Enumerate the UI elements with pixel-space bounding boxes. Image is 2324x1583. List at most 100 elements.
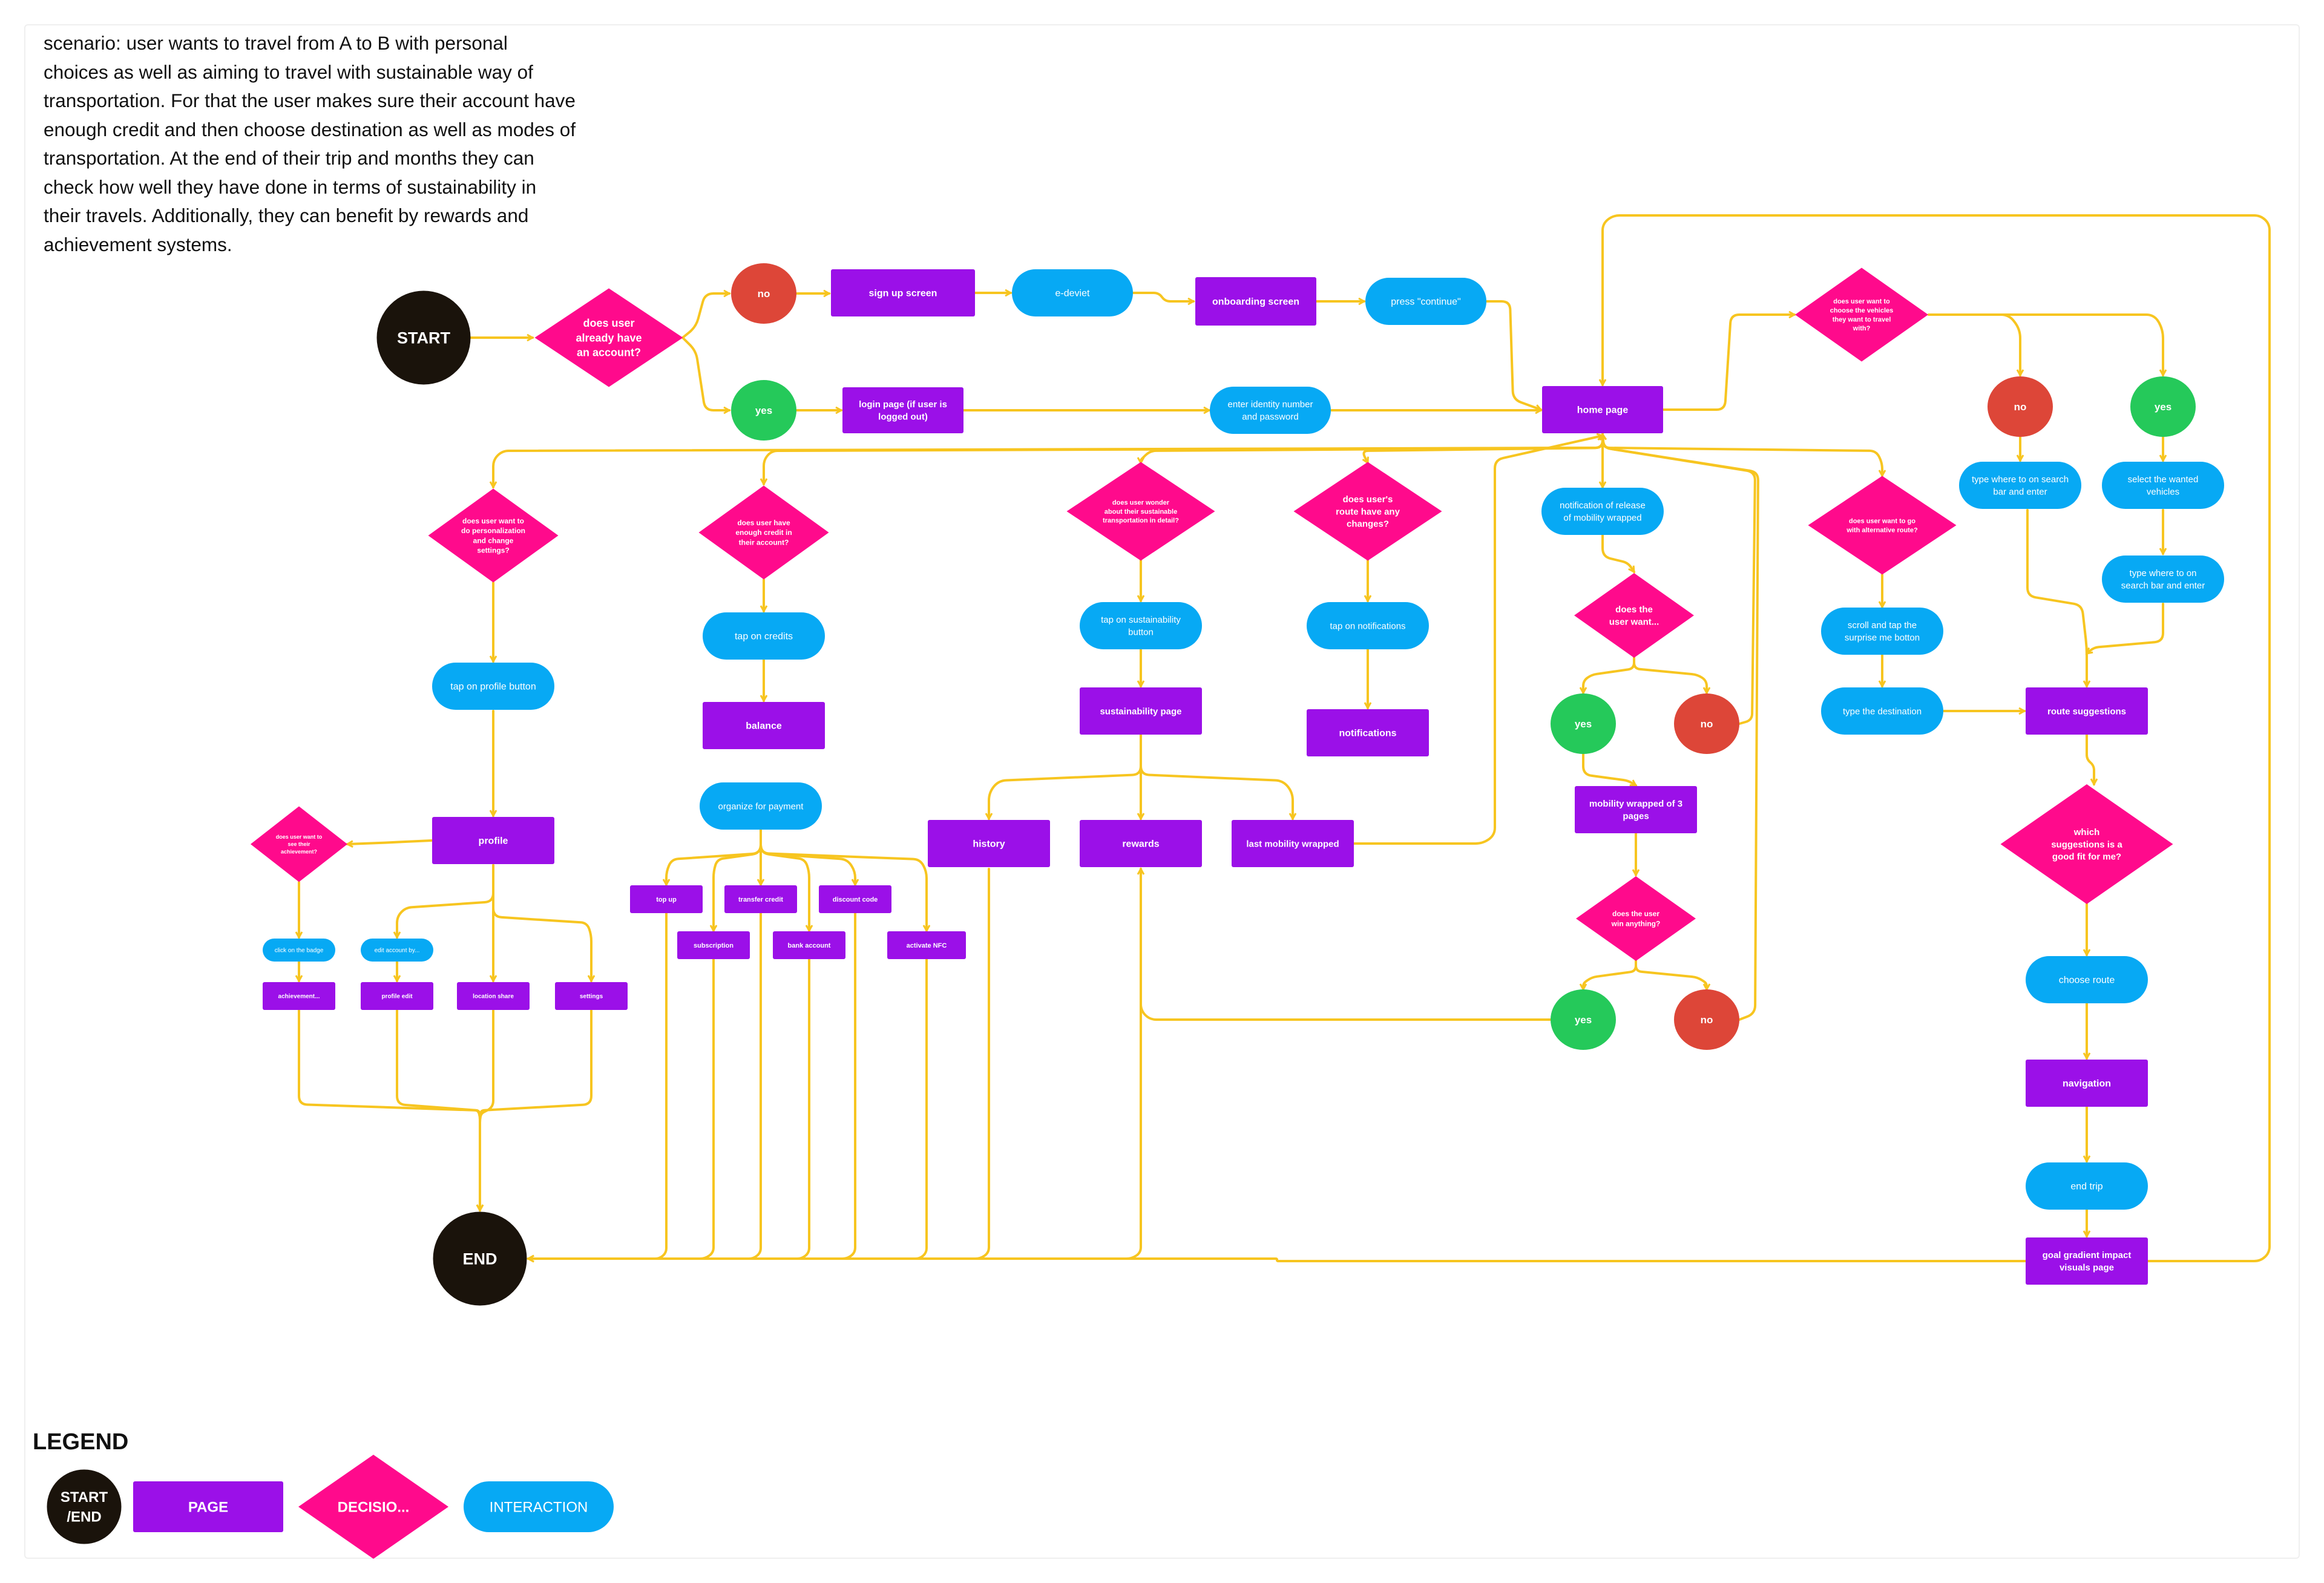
node-signup[interactable]: sign up screen	[831, 269, 975, 316]
node-location-share[interactable]: location share	[457, 982, 530, 1010]
start-shape	[376, 290, 471, 385]
node-choose-route[interactable]: choose route	[2026, 956, 2148, 1003]
node-notifications[interactable]: notifications	[1307, 709, 1429, 756]
node-no-4[interactable]: no	[1674, 989, 1739, 1050]
node-press-continue[interactable]: press "continue"	[1365, 278, 1486, 325]
node-bank-account[interactable]: bank account	[773, 931, 845, 959]
node-onboarding[interactable]: onboarding screen	[1195, 277, 1316, 326]
node-end-trip[interactable]: end trip	[2026, 1162, 2148, 1210]
settings-label: settings	[580, 994, 603, 1000]
activate-nfc-label: activate NFC	[907, 942, 947, 949]
node-lg-start-end[interactable]: START/END	[47, 1469, 122, 1544]
node-e-deviet[interactable]: e-deviet	[1012, 269, 1133, 316]
node-edit-account[interactable]: edit account by...	[361, 939, 433, 962]
top-up-label: top up	[656, 896, 677, 903]
no-3-shape	[1674, 693, 1739, 754]
node-history[interactable]: history	[928, 820, 1050, 867]
node-click-badge[interactable]: click on the badge	[263, 939, 335, 962]
notifications-label: notifications	[1339, 729, 1396, 739]
yes-3-label: yes	[1575, 718, 1592, 730]
node-start[interactable]: START	[376, 290, 471, 385]
route-suggestions-shape	[2026, 687, 2148, 735]
choose-route-label: choose route	[2059, 975, 2115, 986]
node-no-2[interactable]: no	[1988, 376, 2053, 437]
node-lg-decision[interactable]: DECISIO...	[298, 1455, 448, 1559]
onboarding-label: onboarding screen	[1212, 297, 1299, 307]
node-home[interactable]: home page	[1542, 386, 1663, 433]
node-last-mobility[interactable]: last mobility wrapped	[1232, 820, 1354, 867]
connector-home-to-q-personalize	[493, 432, 1604, 487]
node-profile-edit[interactable]: profile edit	[361, 982, 433, 1010]
node-balance[interactable]: balance	[703, 702, 825, 749]
node-end[interactable]: END	[433, 1211, 527, 1306]
node-organize-payment[interactable]: organize for payment	[700, 782, 822, 830]
node-tap-profile[interactable]: tap on profile button	[432, 663, 554, 710]
end-shape	[433, 1211, 527, 1306]
tap-notifications-label: tap on notifications	[1330, 621, 1405, 631]
edit-account-shape	[361, 939, 433, 962]
node-yes-4[interactable]: yes	[1551, 989, 1616, 1050]
q-sustainable-shape	[1066, 462, 1215, 561]
edit-account-label: edit account by...	[375, 948, 420, 954]
node-no-1[interactable]: no	[731, 263, 796, 324]
node-lg-page[interactable]: PAGE	[133, 1481, 283, 1532]
node-route-suggestions[interactable]: route suggestions	[2026, 687, 2148, 735]
node-navigation[interactable]: navigation	[2026, 1060, 2148, 1107]
node-rewards[interactable]: rewards	[1080, 820, 1202, 867]
node-transfer-credit[interactable]: transfer credit	[724, 885, 797, 913]
bank-account-shape	[773, 931, 845, 959]
subscription-shape	[677, 931, 750, 959]
node-discount-code[interactable]: discount code	[819, 885, 891, 913]
node-settings[interactable]: settings	[555, 982, 628, 1010]
node-yes-2[interactable]: yes	[2130, 376, 2196, 437]
node-subscription[interactable]: subscription	[677, 931, 750, 959]
location-share-shape	[457, 982, 530, 1010]
node-top-up[interactable]: top up	[630, 885, 703, 913]
node-profile[interactable]: profile	[432, 817, 554, 864]
node-lg-interaction[interactable]: INTERACTION	[464, 1481, 614, 1532]
node-activate-nfc[interactable]: activate NFC	[887, 931, 966, 959]
home-shape	[1542, 386, 1663, 433]
subscription-label: subscription	[694, 942, 734, 949]
node-no-3[interactable]: no	[1674, 693, 1739, 754]
onboarding-shape	[1195, 277, 1316, 326]
tap-profile-label: tap on profile button	[450, 682, 536, 692]
top-up-shape	[630, 885, 703, 913]
node-yes-1[interactable]: yes	[731, 380, 796, 441]
node-tap-notifications[interactable]: tap on notifications	[1307, 602, 1429, 649]
node-sustainability-page[interactable]: sustainability page	[1080, 687, 1202, 735]
node-yes-3[interactable]: yes	[1551, 693, 1616, 754]
node-type-destination[interactable]: type the destination	[1821, 687, 1943, 735]
press-continue-shape	[1365, 278, 1486, 325]
node-achievement-page[interactable]: achievement...	[263, 982, 335, 1010]
yes-2-shape	[2130, 376, 2196, 437]
node-tap-credits[interactable]: tap on credits	[703, 612, 825, 660]
connector-profile-to-edit-account	[397, 864, 494, 937]
